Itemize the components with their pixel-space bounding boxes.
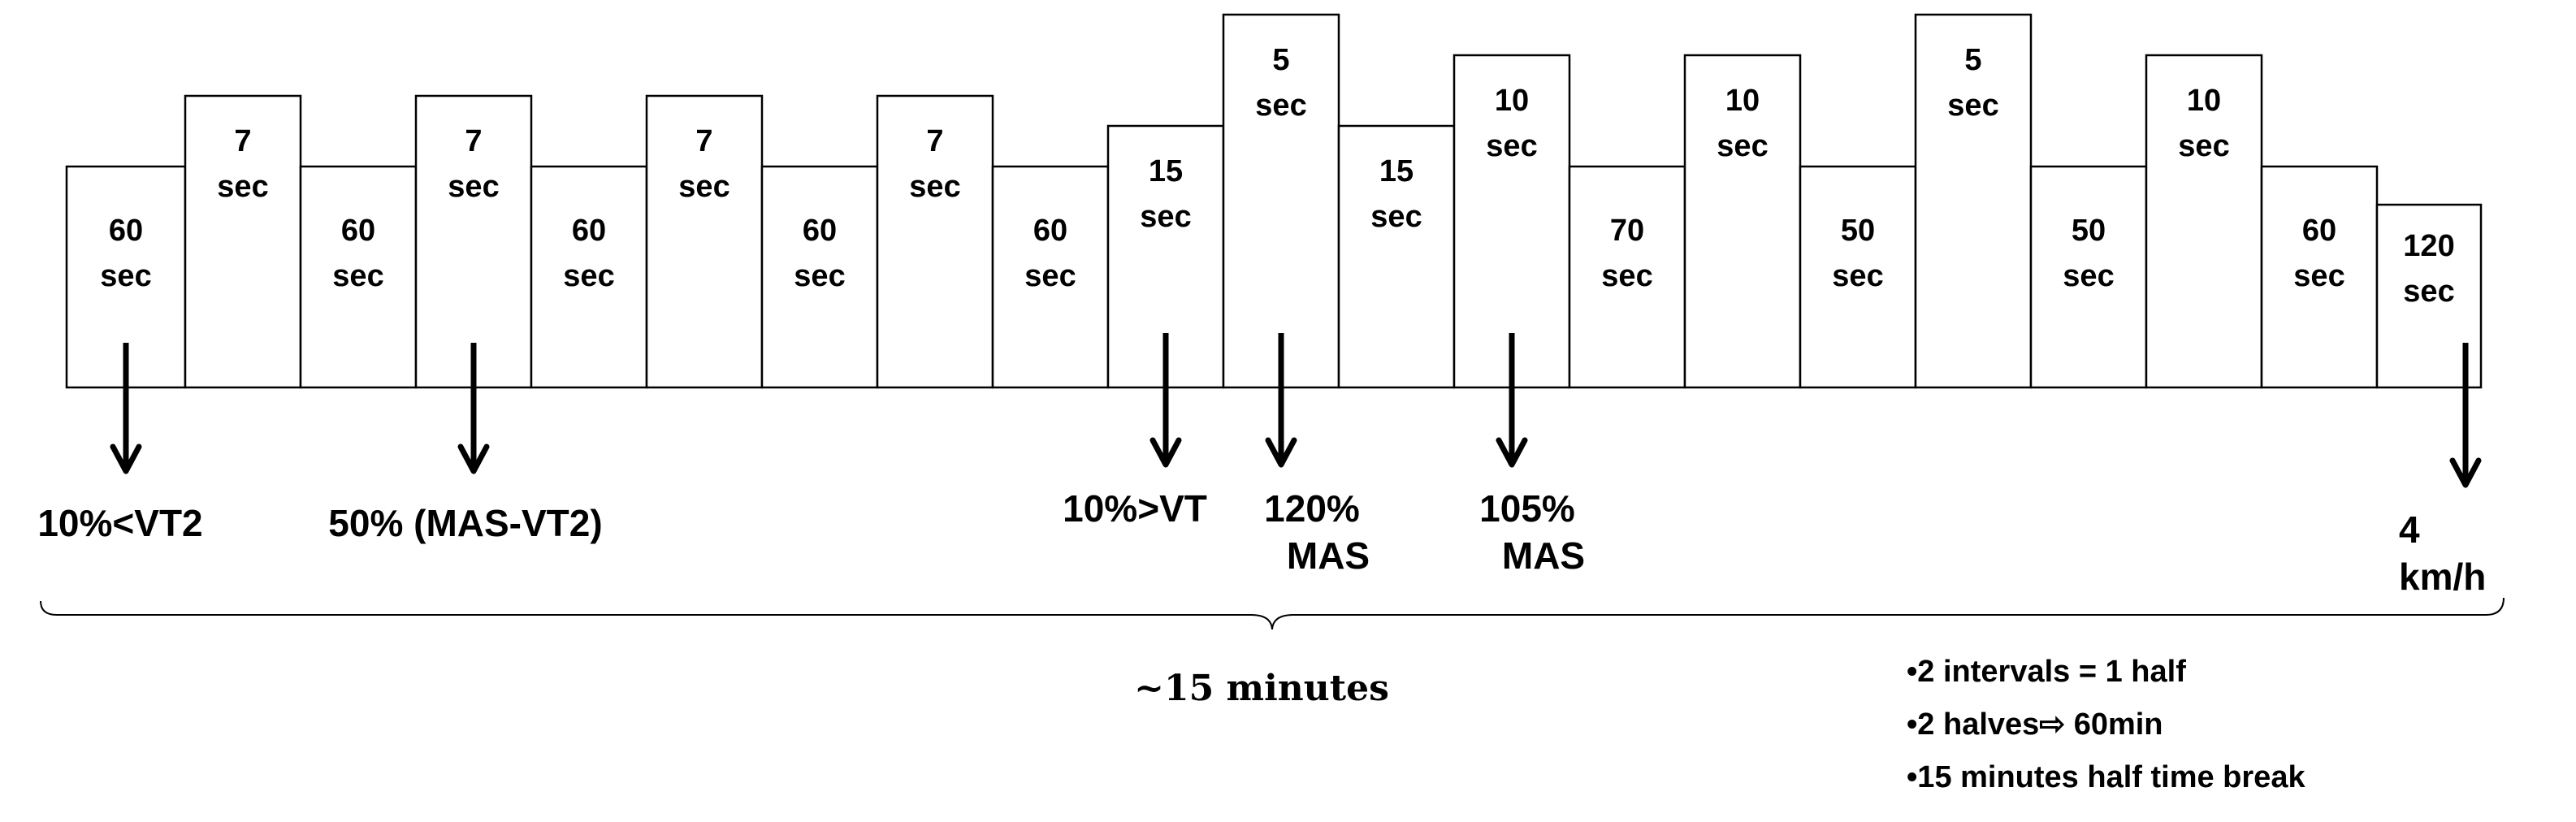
arrow-head-icon	[2449, 457, 2482, 488]
interval-duration-unit: sec	[1024, 259, 1076, 293]
interval-duration-value: 60	[2302, 214, 2336, 248]
intensity-label: MAS	[1502, 534, 1585, 577]
notes-list: •2 intervals = 1 half •2 halves⇨ 60min •…	[1907, 655, 2305, 794]
interval-duration-unit: sec	[2293, 259, 2344, 293]
interval-duration-value: 70	[1610, 214, 1644, 248]
interval-block	[184, 94, 302, 389]
interval-block	[299, 165, 418, 389]
interval-duration-unit: sec	[332, 259, 383, 293]
interval-duration-unit: sec	[678, 170, 730, 204]
interval-duration-unit: sec	[1140, 200, 1191, 234]
interval-duration-unit: sec	[1486, 129, 1537, 163]
interval-duration-unit: sec	[448, 170, 499, 204]
arrow-head-icon	[1265, 437, 1297, 468]
interval-duration-value: 50	[2072, 214, 2106, 248]
interval-duration-value: 7	[695, 124, 712, 158]
interval-block	[2145, 54, 2263, 389]
interval-duration-unit: sec	[2063, 259, 2114, 293]
interval-duration-value: 10	[1725, 84, 1760, 118]
interval-block	[2029, 165, 2148, 389]
note-line: •15 minutes half time break	[1907, 760, 2305, 794]
interval-duration-value: 60	[341, 214, 375, 248]
interval-duration-unit: sec	[1370, 200, 1422, 234]
interval-duration-value: 15	[1149, 154, 1183, 188]
interval-block	[1568, 165, 1686, 389]
interval-duration-value: 120	[2403, 229, 2454, 263]
interval-duration-value: 7	[234, 124, 251, 158]
interval-block	[1914, 13, 2033, 389]
intensity-label: 50% (MAS-VT2)	[328, 502, 602, 544]
interval-duration-unit: sec	[217, 170, 268, 204]
interval-duration-value: 60	[1033, 214, 1067, 248]
interval-duration-value: 7	[465, 124, 482, 158]
intensity-label: 10%>VT	[1063, 487, 1207, 530]
interval-block	[1337, 124, 1456, 389]
interval-block	[2260, 165, 2379, 389]
interval-block	[991, 165, 1110, 389]
interval-duration-unit: sec	[563, 259, 614, 293]
intensity-label: km/h	[2399, 556, 2486, 598]
interval-duration-value: 10	[2187, 84, 2221, 118]
interval-block	[1453, 54, 1571, 389]
interval-block	[760, 165, 879, 389]
intensity-label: 120%	[1264, 487, 1360, 530]
arrow-head-icon	[1149, 437, 1182, 468]
arrow-head-icon	[457, 443, 490, 474]
interval-duration-unit: sec	[100, 259, 151, 293]
interval-duration-value: 5	[1272, 43, 1289, 77]
interval-duration-unit: sec	[2403, 275, 2454, 309]
interval-duration-value: 5	[1964, 43, 1981, 77]
interval-duration-unit: sec	[794, 259, 845, 293]
interval-block	[1799, 165, 1917, 389]
intensity-label: 105%	[1479, 487, 1575, 530]
interval-duration-unit: sec	[2178, 129, 2229, 163]
intensity-label: MAS	[1287, 534, 1370, 577]
interval-duration-value: 60	[109, 214, 143, 248]
note-line: •2 halves⇨ 60min	[1907, 707, 2163, 742]
interval-block	[645, 94, 764, 389]
interval-duration-value: 50	[1841, 214, 1875, 248]
duration-label: ~15 minutes	[1134, 668, 1389, 709]
interval-duration-value: 7	[926, 124, 943, 158]
interval-duration-unit: sec	[1255, 89, 1306, 123]
intensity-label: 4	[2399, 508, 2420, 551]
interval-duration-unit: sec	[1717, 129, 1768, 163]
interval-block	[414, 94, 533, 389]
interval-duration-unit: sec	[909, 170, 960, 204]
arrow-head-icon	[110, 443, 142, 474]
interval-duration-unit: sec	[1947, 89, 1998, 123]
interval-block	[530, 165, 648, 389]
interval-duration-value: 15	[1379, 154, 1414, 188]
interval-block	[876, 94, 994, 389]
interval-duration-value: 60	[572, 214, 606, 248]
interval-duration-unit: sec	[1601, 259, 1652, 293]
interval-duration-unit: sec	[1832, 259, 1883, 293]
intensity-label: 10%<VT2	[37, 502, 202, 544]
note-line: •2 intervals = 1 half	[1907, 655, 2186, 689]
arrow-head-icon	[1496, 437, 1528, 468]
interval-duration-value: 10	[1495, 84, 1529, 118]
interval-duration-value: 60	[803, 214, 837, 248]
duration-brace	[40, 597, 2505, 630]
